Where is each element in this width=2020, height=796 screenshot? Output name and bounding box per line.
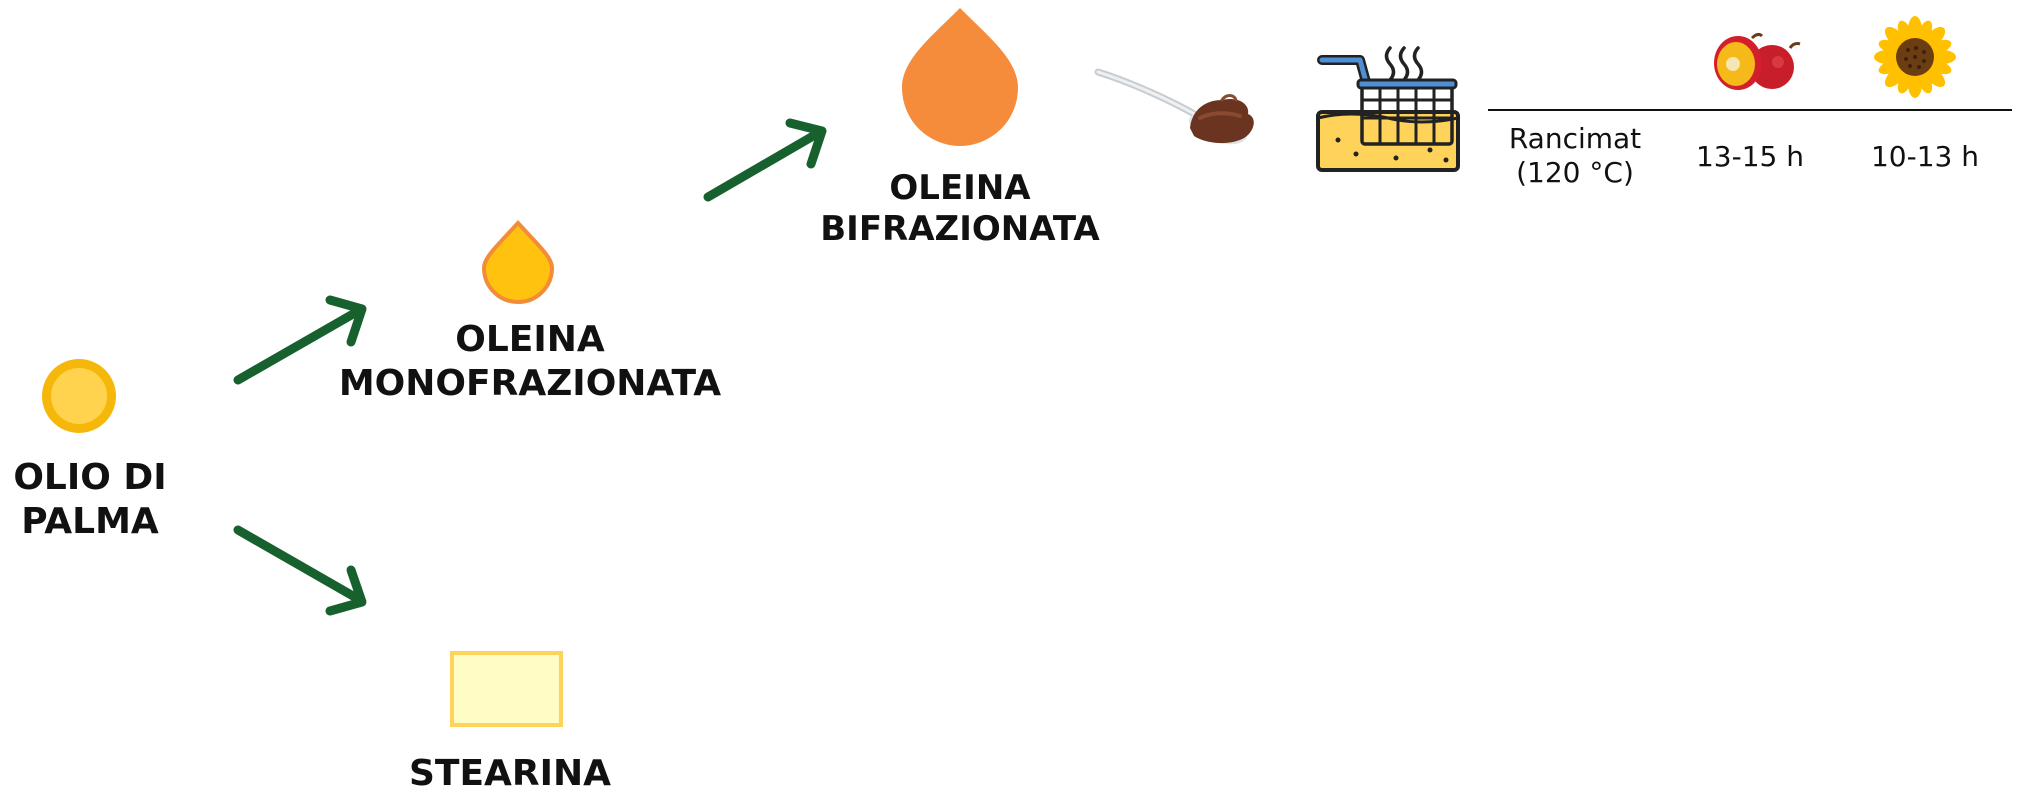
label-olio-di-palma-line2: PALMA [21,500,159,542]
label-olio-di-palma: OLIO DI PALMA [0,456,180,544]
label-oleina-mono-line2: MONOFRAZIONATA [338,362,722,404]
arrow-to-oleina-mono [233,295,367,385]
sunflower-icon [1874,16,1956,98]
spoon-spread-icon [1094,68,1254,145]
palm-oil-drop-icon [42,359,116,433]
table-palm-value-text: 13-15 h [1695,140,1804,173]
table-sunflower-value-text: 10-13 h [1870,140,1979,173]
table-palm-value: 13-15 h [1680,140,1820,174]
table-sunflower-value: 10-13 h [1850,140,2000,174]
arrow-to-oleina-bi [703,118,827,202]
label-oleina-bi-line2: BIFRAZIONATA [820,209,1100,250]
label-oleina-bi-line1: OLEINA [889,168,1031,208]
arrow-to-stearina [233,525,367,616]
label-stearina: STEARINA [360,752,660,796]
label-olio-di-palma-line1: OLIO DI [13,457,167,498]
oleina-bi-drop-icon [902,8,1018,146]
table-method-line1: Rancimat [1508,122,1642,155]
stearina-block-icon [450,651,563,727]
table-method-cell: Rancimat (120 °C) [1480,122,1670,189]
deep-fryer-icon [1316,46,1460,172]
table-method-line2: (120 °C) [1516,155,1634,189]
label-oleina-mono-line1: OLEINA [455,319,605,360]
label-stearina-line1: STEARINA [408,753,612,794]
palm-fruit-icon [1714,32,1801,90]
label-oleina-bifrazionata: OLEINA BIFRAZIONATA [790,168,1130,251]
oleina-mono-drop-icon [481,220,555,304]
label-oleina-monofrazionata: OLEINA MONOFRAZIONATA [320,318,740,406]
